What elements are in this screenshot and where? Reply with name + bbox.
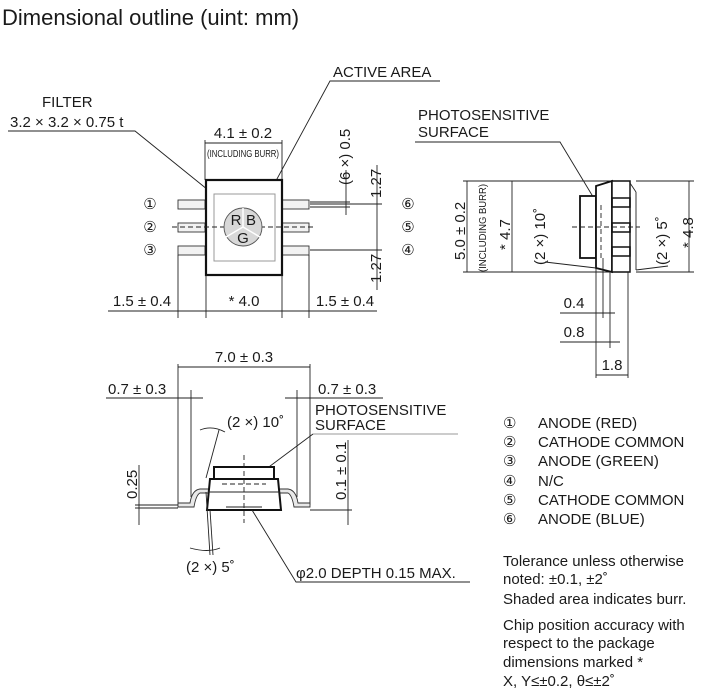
legend-number: ④: [503, 473, 516, 490]
side-angle-right: (2 ×) 5˚: [654, 216, 671, 265]
front-view: 7.0 ± 0.3 0.7 ± 0.3 0.7 ± 0.3 PHOTOSENSI…: [106, 349, 470, 583]
pin-6-marker: ⑥: [401, 196, 414, 213]
hole-note: φ2.0 DEPTH 0.15 MAX.: [296, 565, 456, 582]
pitch-upper: 1.27: [368, 169, 385, 198]
side-surface-label: SURFACE: [418, 124, 489, 141]
note-line: Tolerance unless otherwise: [503, 553, 684, 570]
legend-item: ④ N/C: [503, 473, 564, 490]
legend-number: ①: [503, 415, 516, 432]
side-view: PHOTOSENSITIVE SURFACE 5.0 ± 0.2 (INCLUD…: [415, 107, 697, 378]
including-burr: (INCLUDING BURR): [207, 149, 279, 160]
segment-green: G: [237, 230, 249, 247]
legend-number: ⑤: [503, 492, 516, 509]
notes: Tolerance unless otherwise noted: ±0.1, …: [503, 553, 686, 690]
side-angle-left: (2 ×) 10˚: [532, 208, 549, 265]
legend-number: ⑥: [503, 511, 516, 528]
legend-number: ②: [503, 434, 516, 451]
legend-label: CATHODE COMMON: [538, 434, 684, 451]
pitch-dim: (6 ×) 0.5: [337, 129, 354, 185]
right-lead-dim: 1.5 ± 0.4: [316, 293, 374, 310]
note-line: respect to the package: [503, 635, 655, 652]
pin-3-marker: ③: [143, 242, 156, 259]
outer-height-dim: * 4.8: [680, 217, 697, 248]
front-left-lead-dim: 0.7 ± 0.3: [108, 381, 166, 398]
pin-1-marker: ①: [143, 196, 156, 213]
legend-label: ANODE (GREEN): [538, 453, 659, 470]
note-line: noted: ±0.1, ±2˚: [503, 571, 608, 588]
legend-item: ③ ANODE (GREEN): [503, 453, 659, 470]
front-surface-label: SURFACE: [315, 417, 386, 434]
legend-item: ② CATHODE COMMON: [503, 434, 684, 451]
standoff-dim: 0.1 ± 0.1: [333, 442, 350, 500]
front-right-lead-dim: 0.7 ± 0.3: [318, 381, 376, 398]
note-line: dimensions marked *: [503, 654, 643, 671]
filter-size: 3.2 × 3.2 × 0.75 t: [10, 114, 124, 131]
body-width-dim: * 4.0: [229, 293, 260, 310]
legend-label: CATHODE COMMON: [538, 492, 684, 509]
legend-number: ③: [503, 453, 516, 470]
dim-0-4: 0.4: [564, 295, 585, 312]
left-lead-dim: 1.5 ± 0.4: [113, 293, 171, 310]
legend-item: ① ANODE (RED): [503, 415, 637, 432]
total-width-dim: 7.0 ± 0.3: [215, 349, 273, 366]
height-dim: 5.0 ± 0.2: [452, 202, 469, 260]
front-photosensitive-label: PHOTOSENSITIVE: [315, 402, 446, 419]
pin-2-marker: ②: [143, 219, 156, 236]
filter-leader: [8, 130, 219, 199]
pin-5-marker: ⑤: [401, 219, 414, 236]
active-area-label: ACTIVE AREA: [333, 64, 431, 81]
pin-4-marker: ④: [401, 242, 414, 259]
note-line: X, Y≤±0.2, θ≤±2˚: [503, 673, 615, 690]
filter-outline: [213, 193, 276, 262]
filter-label: FILTER: [42, 94, 93, 111]
segment-red: R: [231, 212, 242, 229]
side-including-burr: (INCLUDING BURR): [478, 184, 489, 272]
pitch-lower: 1.27: [368, 254, 385, 283]
legend-label: ANODE (RED): [538, 415, 637, 432]
legend-item: ⑤ CATHODE COMMON: [503, 492, 684, 509]
side-photosensitive-label: PHOTOSENSITIVE: [418, 107, 549, 124]
front-angle-bottom: (2 ×) 5˚: [186, 559, 235, 576]
width-dim: 4.1 ± 0.2: [214, 125, 272, 142]
active-area: R B G: [223, 207, 263, 247]
note-line: Shaded area indicates burr.: [503, 591, 686, 608]
lead-thickness-dim: 0.25: [124, 470, 141, 499]
inner-height-dim: * 4.7: [497, 219, 514, 250]
dim-1-8: 1.8: [602, 357, 623, 374]
top-view: FILTER 3.2 × 3.2 × 0.75 t ACTIVE AREA 4.…: [8, 64, 440, 318]
pin-legend: ① ANODE (RED) ② CATHODE COMMON ③ ANODE (…: [503, 415, 684, 528]
legend-label: N/C: [538, 473, 564, 490]
front-angle-top: (2 ×) 10˚: [227, 414, 284, 431]
legend-label: ANODE (BLUE): [538, 511, 645, 528]
dim-0-8: 0.8: [564, 324, 585, 341]
legend-item: ⑥ ANODE (BLUE): [503, 511, 645, 528]
segment-blue: B: [246, 212, 256, 229]
drawing-title: Dimensional outline (uint: mm): [2, 5, 299, 30]
note-line: Chip position accuracy with: [503, 617, 685, 634]
